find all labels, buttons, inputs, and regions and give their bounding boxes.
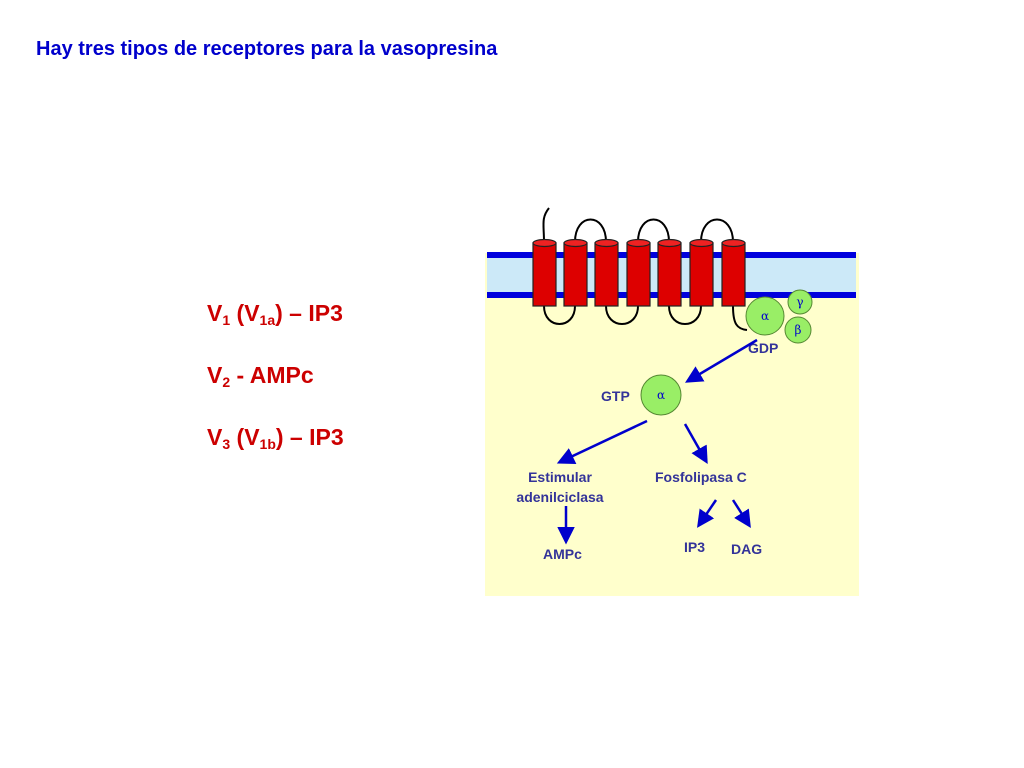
alpha-subunit [745, 296, 785, 336]
ip3-label: IP3 [684, 539, 705, 555]
activation-arrow [684, 338, 758, 383]
gtp-label: GTP [601, 388, 630, 404]
receptor-7tm [532, 238, 746, 307]
helix-3 [594, 238, 619, 307]
activated-alpha [640, 374, 682, 416]
alpha-label: α [761, 309, 769, 323]
beta-subunit [784, 316, 812, 344]
adenylyl-label-2: adenilciclasa [516, 489, 603, 505]
gdp-label: GDP [748, 340, 778, 356]
activated-alpha-label: α [657, 388, 665, 402]
gamma-label: γ [796, 295, 803, 309]
helix-1 [532, 238, 557, 307]
arrow-to-ip3 [697, 499, 718, 528]
helix-6 [689, 238, 714, 307]
helix-4 [626, 238, 651, 307]
receptor-v3: V3 (V1b) – IP3 [207, 424, 344, 452]
helix-5 [657, 238, 682, 307]
beta-label: β [795, 323, 802, 337]
receptor-loops [542, 207, 748, 331]
receptor-v2: V2 - AMPc [207, 362, 314, 390]
dag-label: DAG [731, 541, 762, 557]
adenylyl-label-1: Estimular [528, 469, 592, 485]
receptor-v1: V1 (V1a) – IP3 [207, 300, 343, 328]
ampc-label: AMPc [543, 546, 582, 562]
g-protein-trimer: α γ β [745, 289, 813, 344]
helix-7 [721, 238, 746, 307]
helix-2 [563, 238, 588, 307]
slide-title: Hay tres tipos de receptores para la vas… [36, 38, 498, 60]
arrow-to-adenylyl [556, 419, 648, 464]
arrow-to-plc [683, 423, 708, 465]
arrow-to-dag [731, 499, 751, 528]
plc-label: Fosfolipasa C [655, 469, 747, 485]
gamma-subunit [787, 289, 813, 315]
